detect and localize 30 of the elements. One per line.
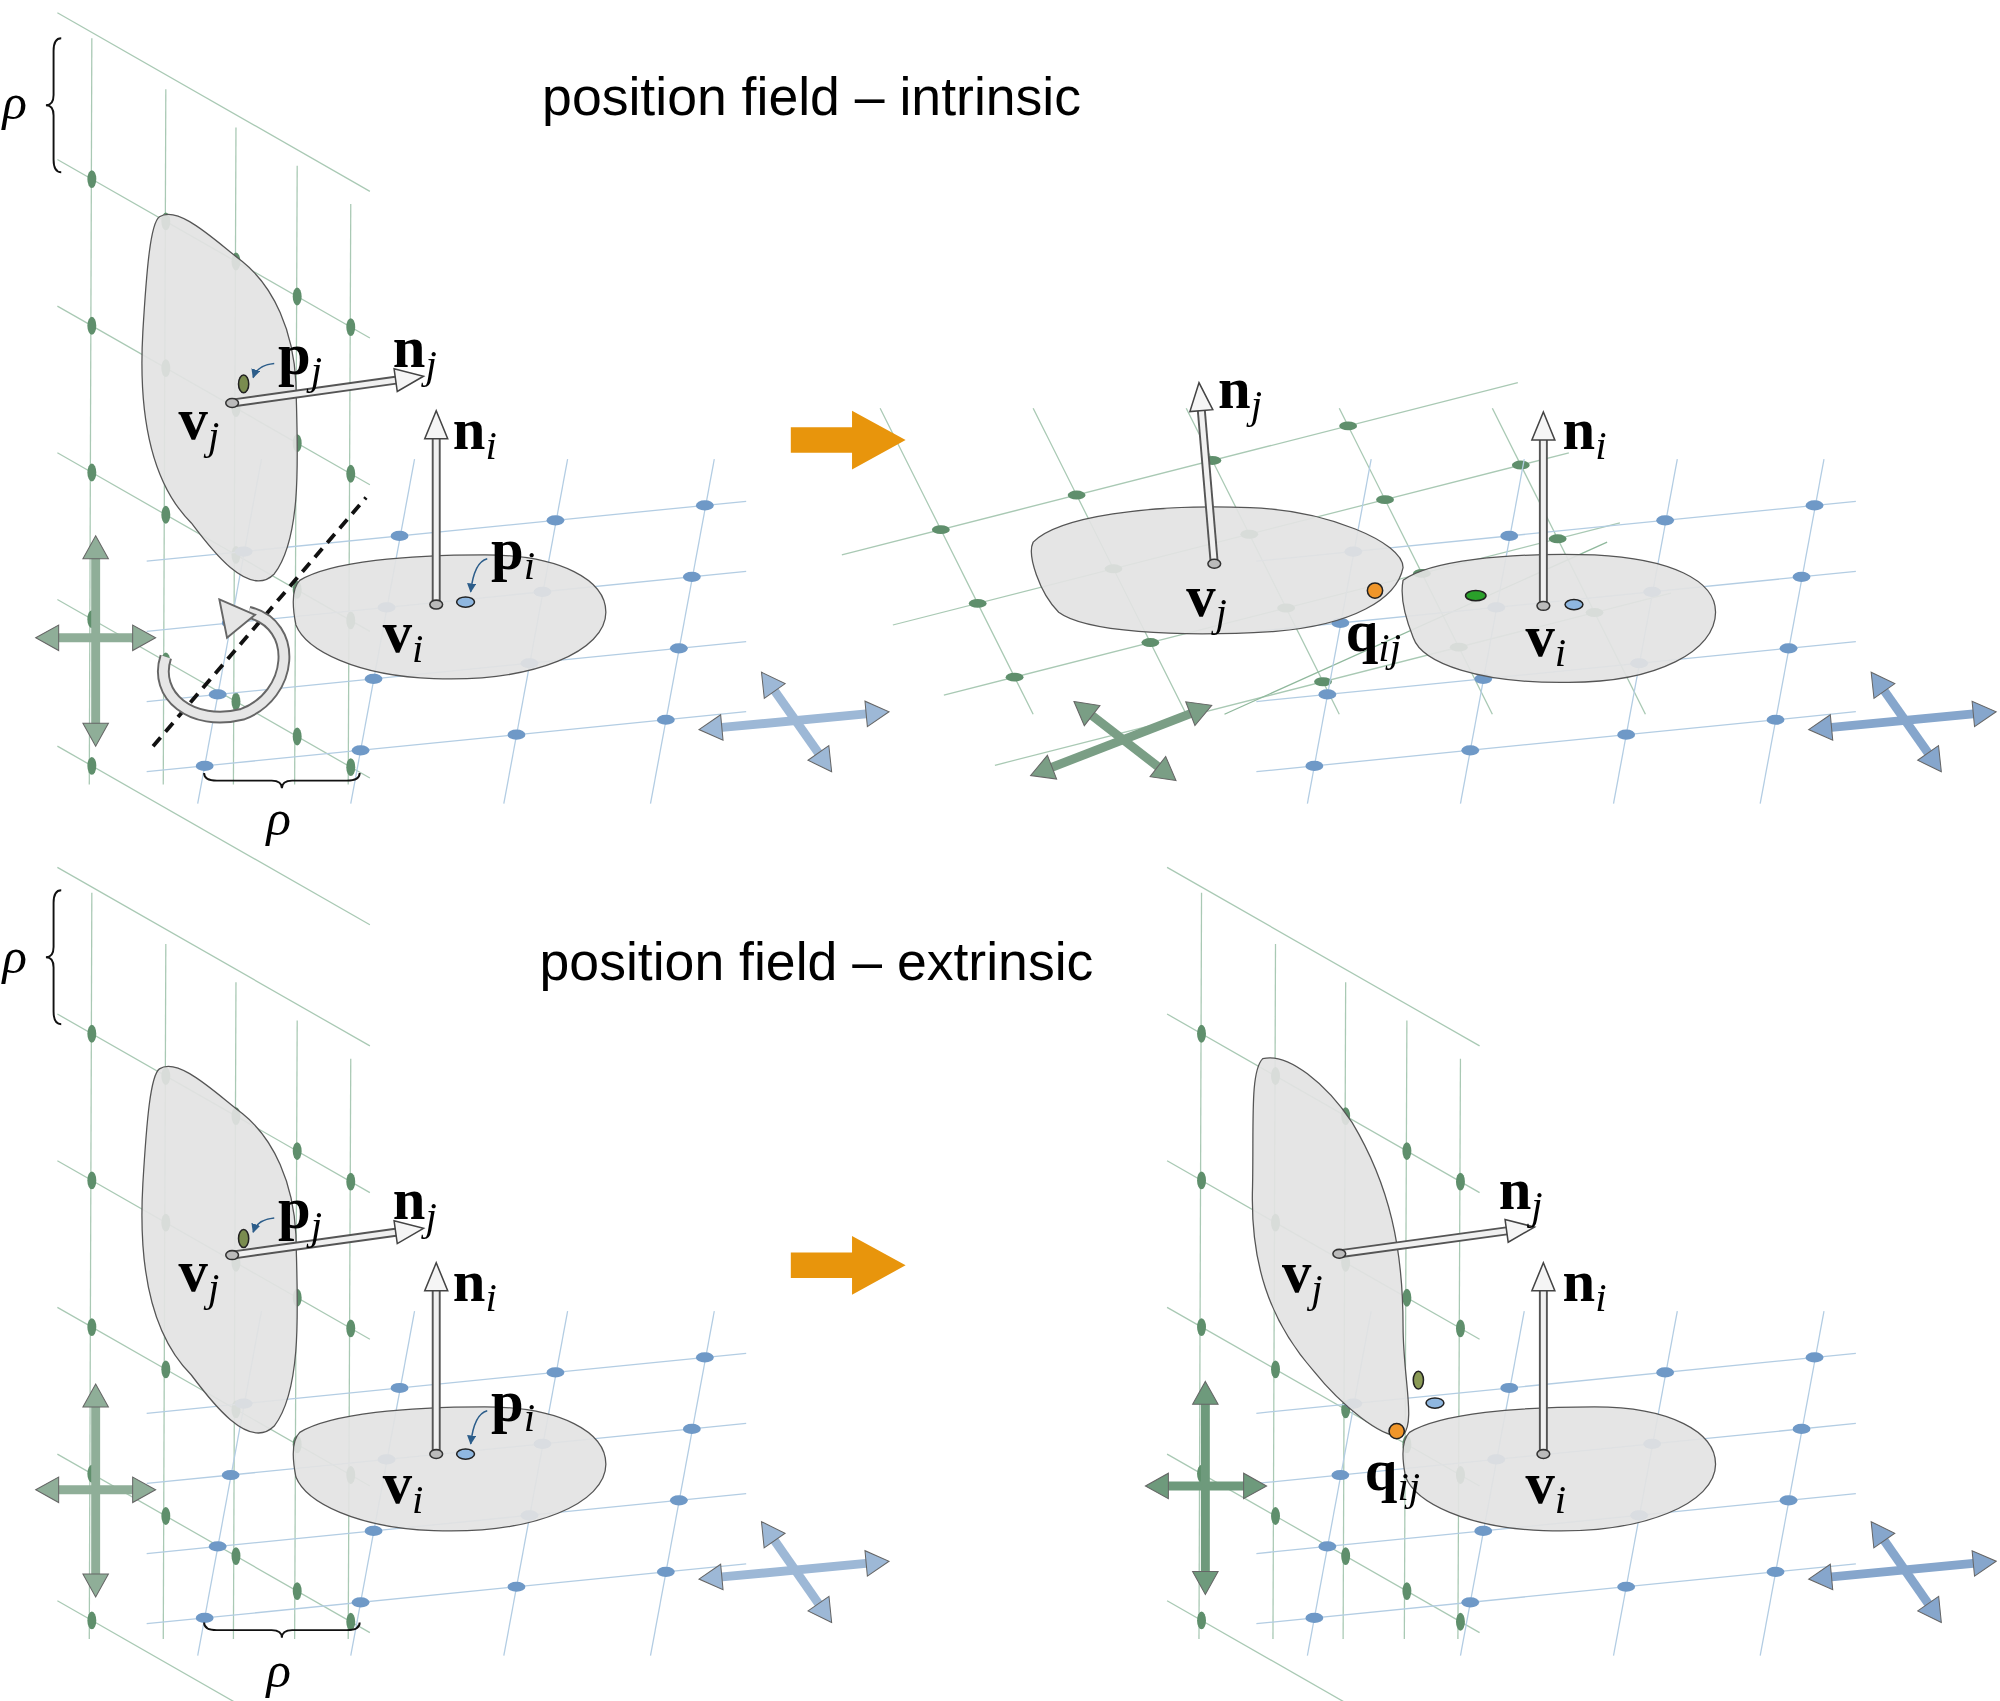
point-marker <box>237 374 250 394</box>
math-label: n$_{j}$ <box>1218 359 1263 425</box>
math-label: v$_{i}$ <box>382 603 424 669</box>
leader-arrow <box>467 557 488 593</box>
math-label: p$_{j}$ <box>278 325 323 391</box>
title-text: position field – intrinsic <box>542 70 1082 124</box>
title-text: position field – extrinsic <box>539 934 1094 989</box>
point-marker <box>455 1448 476 1460</box>
math-label: n$_{i}$ <box>452 1252 497 1318</box>
rho-label: ρ <box>264 793 293 849</box>
leader-arrow <box>251 362 275 379</box>
math-label: v$_{j}$ <box>178 1242 220 1308</box>
math-label: n$_{i}$ <box>452 400 497 466</box>
math-label: v$_{i}$ <box>1525 1454 1567 1520</box>
rho-label: ρ <box>0 76 29 133</box>
math-label: v$_{i}$ <box>382 1454 424 1520</box>
leader-arrow <box>251 1217 275 1233</box>
point-marker <box>455 596 476 608</box>
math-label: v$_{j}$ <box>178 390 220 456</box>
math-label: v$_{j}$ <box>1281 1243 1323 1309</box>
rho-label: ρ <box>0 931 29 987</box>
math-label: n$_{j}$ <box>1498 1160 1543 1226</box>
math-label: n$_{i}$ <box>1562 1252 1607 1318</box>
math-label: q$_{ij}$ <box>1345 602 1401 668</box>
rho-label: ρ <box>264 1645 293 1701</box>
math-label: n$_{i}$ <box>1562 400 1607 466</box>
math-label: v$_{i}$ <box>1525 607 1567 673</box>
math-label: v$_{j}$ <box>1186 567 1227 633</box>
point-marker <box>237 1228 250 1249</box>
leader-arrow <box>467 1409 488 1445</box>
